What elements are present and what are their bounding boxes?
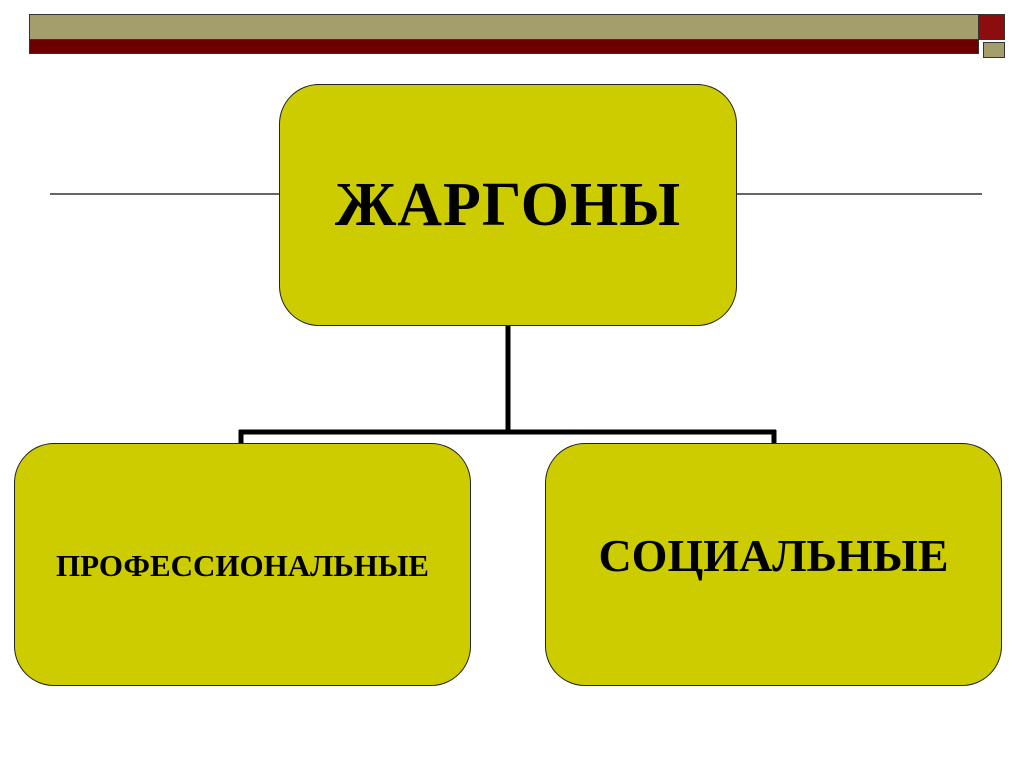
node-root: ЖАРГОНЫ — [279, 84, 737, 326]
corner-olive-square — [983, 42, 1005, 58]
header-bar — [29, 14, 979, 54]
node-social: СОЦИАЛЬНЫЕ — [545, 443, 1002, 686]
node-root-label: ЖАРГОНЫ — [334, 170, 682, 239]
header-olive-stripe — [29, 14, 979, 40]
node-professional: ПРОФЕССИОНАЛЬНЫЕ — [14, 443, 471, 686]
node-social-label: СОЦИАЛЬНЫЕ — [598, 530, 949, 581]
corner-red-square — [979, 14, 1005, 40]
header-maroon-stripe — [29, 40, 979, 54]
node-professional-label: ПРОФЕССИОНАЛЬНЫЕ — [56, 547, 429, 583]
